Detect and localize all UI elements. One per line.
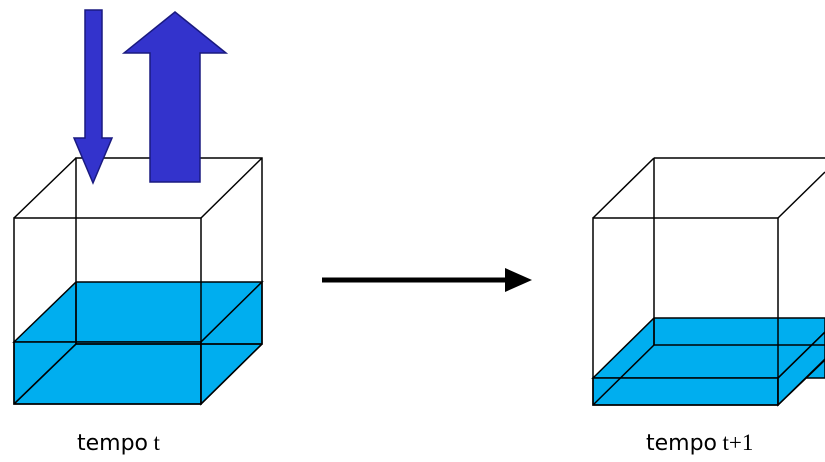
- tank-before: [12, 157, 264, 406]
- caption-time-t-plus-1: tempo t+1: [646, 428, 753, 458]
- tank-after: [591, 157, 825, 407]
- caption-time-t: tempo t: [77, 428, 160, 458]
- inflow-arrow-icon: [72, 9, 114, 185]
- caption-word: tempo: [646, 431, 718, 456]
- caption-variable: t+1: [722, 430, 754, 455]
- cube-wireframe-after: [592, 157, 825, 406]
- caption-variable: t: [153, 430, 160, 455]
- outflow-arrow-icon: [121, 11, 229, 183]
- transition-arrow-icon: [322, 268, 532, 292]
- caption-word: tempo: [77, 431, 149, 456]
- water-front-before: [13, 341, 202, 405]
- water-front-after: [592, 377, 779, 406]
